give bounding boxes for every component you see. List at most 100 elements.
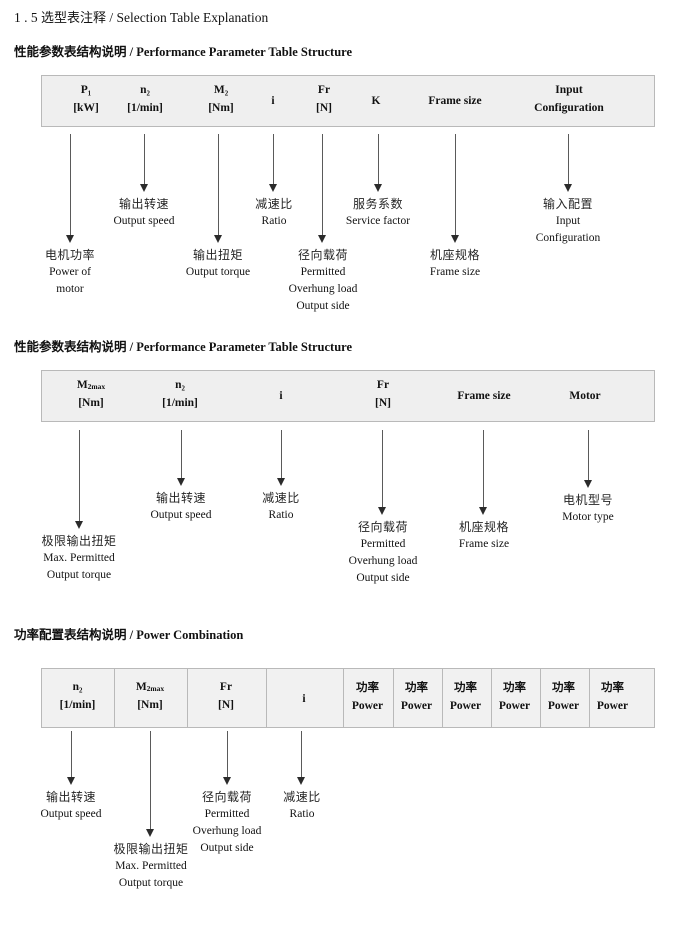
section-title-performance-1: 性能参数表结构说明 / Performance Parameter Table … (14, 41, 352, 60)
table3-header-power-6-en: Power (596, 699, 629, 712)
table3-header-power-3-en: Power (449, 699, 482, 712)
callout-output-torque-en-1: Output torque (185, 266, 251, 279)
table2-header-motor: Motor (546, 388, 624, 406)
arrow-stem-frame-size-2 (483, 430, 484, 509)
arrow-stem-motor-type (588, 430, 589, 482)
table1-header-p1-line2: [kW] (73, 101, 99, 114)
performance-table-1 (41, 75, 655, 127)
callout-power-of-motor-en-1: Power of (49, 266, 91, 279)
callout-overhung-load-3-en-2: Overhung load (192, 825, 262, 838)
table1-header-m2-line1: M₂ (213, 84, 229, 96)
callout-max-output-torque-3-cn: 极限输出扭矩 (113, 842, 189, 856)
table2-header-fr-line1: Fr (376, 379, 390, 391)
callout-frame-size-cn: 机座规格 (429, 248, 481, 262)
table1-header-m2-line2: [Nm] (208, 101, 234, 114)
callout-output-torque-cn: 输出扭矩 (192, 248, 244, 262)
arrow-stem-ratio-3 (301, 731, 302, 779)
table3-header-m2max: M2max [Nm] (114, 679, 186, 715)
arrow-head-output-speed (140, 184, 148, 192)
arrow-head-input-configuration (564, 184, 572, 192)
callout-motor-type-en-1: Motor type (562, 511, 614, 524)
callout-ratio-2: 减速比 Ratio (262, 490, 300, 524)
table3-header-power-1-cn: 功率 (356, 680, 379, 694)
table2-header-m2max-line1: M2max (76, 379, 106, 392)
callout-output-speed-3-cn: 输出转速 (45, 790, 97, 804)
arrow-stem-output-speed-2 (181, 430, 182, 480)
arrow-head-overhung-load-3 (223, 777, 231, 785)
callout-overhung-load-2: 径向载荷 Permitted Overhung load Output side (349, 519, 418, 586)
arrow-head-overhung-load-2 (378, 507, 386, 515)
table2-header-n2-line1: n₂ (175, 379, 185, 391)
callout-overhung-load-2-en-1: Permitted (360, 538, 406, 551)
table3-header-m2max-line1: M2max (135, 681, 165, 694)
callout-output-speed-2-en-1: Output speed (150, 509, 212, 522)
table3-header-fr-line2: [N] (218, 698, 234, 711)
table3-header-power-6-cn: 功率 (601, 680, 624, 694)
table1-header-m2: M₂ [Nm] (176, 82, 266, 118)
callout-power-of-motor: 电机功率 Power of motor (45, 247, 95, 298)
table3-header-power-3: 功率 Power (441, 679, 490, 716)
table3-divider-4 (343, 669, 344, 727)
callout-ratio-3: 减速比 Ratio (283, 789, 321, 823)
table3-header-m2max-line2: [Nm] (137, 698, 163, 711)
callout-input-configuration-cn: 输入配置 (542, 197, 593, 211)
section2-title-cn: 性能参数表结构说明 (14, 339, 127, 354)
arrow-stem-overhung-load-2 (382, 430, 383, 509)
callout-max-output-torque-en-2: Output torque (46, 569, 112, 582)
arrow-head-output-speed-2 (177, 478, 185, 486)
callout-ratio-2-en-1: Ratio (268, 509, 294, 522)
table3-header-power-4: 功率 Power (490, 679, 539, 716)
section-title-cn: 性能参数表结构说明 (14, 44, 127, 59)
table3-divider-5 (393, 669, 394, 727)
callout-ratio-en-1: Ratio (261, 215, 287, 228)
table3-header-i: i (266, 691, 342, 709)
arrow-head-output-speed-3 (67, 777, 75, 785)
arrow-head-output-torque (214, 235, 222, 243)
table2-header-frame-size-line1: Frame size (457, 390, 511, 402)
callout-overhung-load-en-1: Permitted (300, 266, 346, 279)
callout-service-factor: 服务系数 Service factor (346, 196, 410, 230)
section2-title-en: Performance Parameter Table Structure (136, 340, 353, 354)
power-combination-table (41, 668, 655, 728)
arrow-stem-output-speed-3 (71, 731, 72, 779)
callout-frame-size-2-cn: 机座规格 (458, 520, 510, 534)
page-title-cn: 选型表注释 (41, 11, 107, 26)
callout-ratio: 减速比 Ratio (255, 196, 293, 230)
table3-header-power-6: 功率 Power (588, 679, 637, 716)
table3-header-power-2-en: Power (400, 699, 433, 712)
callout-output-speed-3-en-1: Output speed (40, 808, 102, 821)
page-title-en: Selection Table Explanation (116, 10, 269, 25)
callout-max-output-torque-en-1: Max. Permitted (43, 552, 115, 565)
arrow-stem-overhung-load (322, 134, 323, 237)
table3-divider-9 (589, 669, 590, 727)
table1-header-n2: n₂ [1/min] (100, 82, 190, 118)
callout-overhung-load-en-2: Overhung load (288, 283, 358, 296)
table3-header-power-1-en: Power (351, 699, 384, 712)
callout-output-speed-cn: 输出转速 (118, 197, 170, 211)
callout-frame-size-2: 机座规格 Frame size (459, 519, 509, 553)
arrow-head-service-factor (374, 184, 382, 192)
table3-divider-2 (187, 669, 188, 727)
table3-header-power-5-en: Power (547, 699, 580, 712)
table2-header-i-line1: i (279, 390, 283, 402)
callout-ratio-3-en-1: Ratio (289, 808, 315, 821)
m2max-subscript: 2max (87, 382, 106, 392)
callout-power-of-motor-en-2: motor (56, 283, 84, 296)
table3-m2max-subscript: 2max (146, 684, 165, 694)
callout-overhung-load-3: 径向载荷 Permitted Overhung load Output side (193, 789, 262, 856)
callout-max-output-torque: 极限输出扭矩 Max. Permitted Output torque (41, 533, 116, 584)
table3-header-power-4-cn: 功率 (503, 680, 526, 694)
callout-service-factor-en-1: Service factor (345, 215, 411, 228)
table3-header-fr-line1: Fr (219, 681, 233, 693)
arrow-head-ratio-2 (277, 478, 285, 486)
callout-ratio-3-cn: 减速比 (283, 790, 321, 804)
callout-service-factor-cn: 服务系数 (352, 197, 404, 211)
table1-header-n2-line2: [1/min] (127, 101, 163, 114)
arrow-head-max-output-torque-3 (146, 829, 154, 837)
arrow-stem-ratio (273, 134, 274, 186)
table3-header-power-5-cn: 功率 (552, 680, 575, 694)
callout-output-speed-en-1: Output speed (113, 215, 175, 228)
callout-overhung-load-3-en-3: Output side (200, 841, 254, 854)
table2-header-n2: n₂ [1/min] (130, 377, 230, 413)
callout-overhung-load-en-3: Output side (296, 299, 350, 312)
